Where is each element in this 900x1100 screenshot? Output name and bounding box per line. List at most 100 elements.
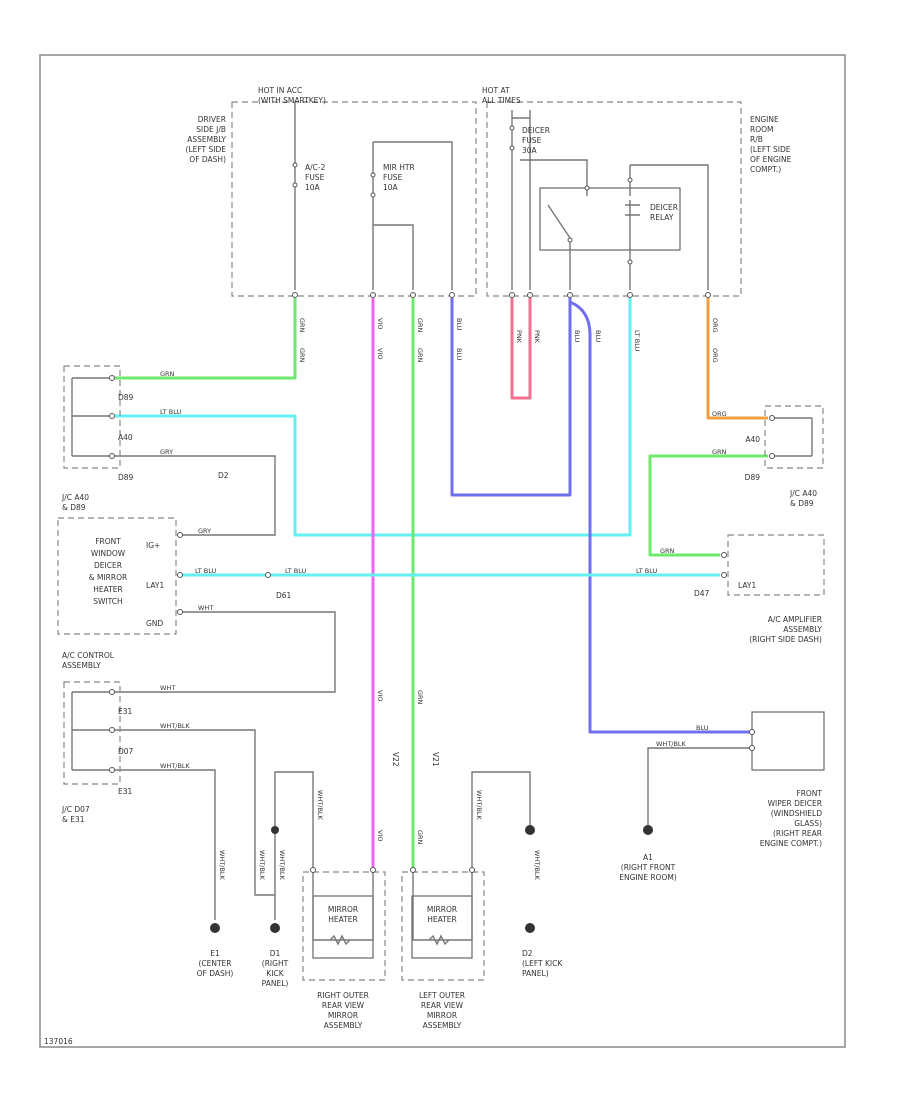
- fusebox-bottom-pins: [292, 292, 711, 298]
- jc-left-name: J/C A40 & D89: [61, 493, 89, 512]
- ground-d2-mid-icon: [525, 825, 535, 835]
- svg-text:PANEL): PANEL): [262, 979, 289, 988]
- svg-text:MIRROR: MIRROR: [427, 1011, 457, 1020]
- svg-text:E1: E1: [210, 949, 220, 958]
- wire-label-whtblk-2: WHT/BLK: [160, 762, 191, 770]
- svg-text:BLU: BLU: [573, 330, 581, 343]
- jc-left-bottom-pin-labels: E31 D07 E31: [118, 707, 134, 796]
- mirhtr-fuse-top: [370, 172, 376, 178]
- svg-text:VIO: VIO: [376, 348, 384, 359]
- svg-text:LEFT OUTER: LEFT OUTER: [419, 991, 465, 1000]
- svg-text:J/C D07: J/C D07: [61, 805, 90, 814]
- svg-text:(RIGHT FRONT: (RIGHT FRONT: [621, 863, 676, 872]
- svg-text:GRN: GRN: [298, 318, 306, 333]
- svg-text:VIO: VIO: [376, 318, 384, 329]
- left-mirror-heater-element: [412, 870, 473, 946]
- ac2-fuse-label: A/C-2 FUSE 10A: [305, 163, 326, 192]
- svg-text:SIDE J/B: SIDE J/B: [196, 125, 226, 134]
- wiper-deicer-label: FRONT WIPER DEICER (WINDSHIELD GLASS) (R…: [760, 789, 823, 848]
- svg-text:MIRROR: MIRROR: [328, 905, 358, 914]
- mirhtr-fuse-bottom: [370, 192, 376, 198]
- svg-text:& D89: & D89: [62, 503, 86, 512]
- svg-text:DEICER: DEICER: [94, 561, 122, 570]
- pnk-wire: [510, 298, 532, 400]
- deicer-fuse-wire: [511, 110, 588, 290]
- svg-text:& D89: & D89: [790, 499, 814, 508]
- svg-text:BLU: BLU: [594, 330, 602, 343]
- svg-text:HEATER: HEATER: [93, 585, 122, 594]
- wire-label-grn-2: GRN: [712, 448, 727, 456]
- ground-d1-mid-icon: [271, 826, 279, 834]
- blu-wire-loop: [450, 298, 572, 497]
- svg-text:E31: E31: [118, 787, 133, 796]
- relay-pin-2: [627, 177, 633, 183]
- ground-e1-label: E1 (CENTER OF DASH): [197, 949, 234, 978]
- wire-label-ltblu-4: LT BLU: [636, 567, 658, 575]
- svg-text:(LEFT SIDE: (LEFT SIDE: [750, 145, 791, 154]
- right-mirror-heater-label: MIRROR HEATER: [328, 905, 358, 924]
- ac-amplifier-label: A/C AMPLIFIER ASSEMBLY (RIGHT SIDE DASH): [749, 615, 822, 644]
- jc-left-bottom-busbar: [71, 691, 112, 771]
- jc-left-box: [63, 365, 121, 469]
- svg-text:RIGHT OUTER: RIGHT OUTER: [317, 991, 369, 1000]
- jc-left-bottom-box: [63, 681, 121, 785]
- svg-text:ENGINE ROOM): ENGINE ROOM): [619, 873, 677, 882]
- v21-label: V21: [431, 752, 440, 767]
- svg-text:WHT/BLK: WHT/BLK: [316, 790, 324, 821]
- svg-text:E31: E31: [118, 707, 133, 716]
- diagram-frame: [39, 54, 846, 1048]
- wire-label-blu: BLU: [696, 724, 709, 732]
- svg-text:10A: 10A: [305, 183, 321, 192]
- svg-text:DRIVER: DRIVER: [198, 115, 226, 124]
- grn-wire-top: [112, 298, 297, 380]
- ac-amplifier-box: [727, 534, 825, 596]
- svg-text:WHT/BLK: WHT/BLK: [475, 790, 483, 821]
- svg-text:PANEL): PANEL): [522, 969, 549, 978]
- svg-text:J/C A40: J/C A40: [61, 493, 89, 502]
- right-mirror-assembly-box: [302, 871, 386, 981]
- lay1-label: LAY1: [738, 581, 756, 590]
- mirhtr-fuse-wire: [372, 141, 453, 290]
- wire-label-whtblk-1: WHT/BLK: [160, 722, 191, 730]
- wht-blk-mirror-left: [471, 771, 531, 870]
- hot-ig-acc-label: HOT IN ACC: [258, 86, 302, 95]
- ground-d1-icon: [270, 923, 280, 933]
- v22-label: V22: [391, 752, 400, 767]
- svg-text:BLU: BLU: [455, 348, 463, 361]
- right-mirror-heater-element: [312, 870, 374, 946]
- svg-text:HEATER: HEATER: [427, 915, 456, 924]
- svg-text:FUSE: FUSE: [305, 173, 325, 182]
- svg-text:ASSEMBLY: ASSEMBLY: [423, 1021, 462, 1030]
- wht-wire-gnd: [112, 611, 336, 693]
- svg-text:ENGINE: ENGINE: [750, 115, 779, 124]
- svg-text:ASSEMBLY: ASSEMBLY: [324, 1021, 363, 1030]
- svg-text:D89: D89: [118, 473, 134, 482]
- svg-text:COMPT.): COMPT.): [750, 165, 781, 174]
- svg-text:ASSEMBLY: ASSEMBLY: [187, 135, 226, 144]
- svg-text:FUSE: FUSE: [522, 136, 542, 145]
- svg-text:WHT/BLK: WHT/BLK: [533, 850, 541, 881]
- svg-text:GRN: GRN: [298, 348, 306, 363]
- deicer-relay-internal: [547, 164, 709, 290]
- svg-text:D2: D2: [522, 949, 533, 958]
- deicer-fuse-bottom: [509, 145, 515, 151]
- jc-left-bottom-name: J/C D07 & E31: [61, 805, 90, 824]
- ground-d1-label: D1 (RIGHT KICK PANEL): [262, 949, 289, 988]
- hot-ig-acc-sublabel: (WITH SMARTKEY): [258, 96, 326, 105]
- jc-left-pin-labels: D89 A40 D89: [118, 393, 134, 482]
- grn-wire-right: [648, 454, 768, 557]
- svg-text:ASSEMBLY: ASSEMBLY: [62, 661, 101, 670]
- svg-text:FRONT: FRONT: [796, 789, 822, 798]
- svg-text:A/C CONTROL: A/C CONTROL: [62, 651, 115, 660]
- deicer-relay-box: [539, 187, 681, 251]
- jc-left-busbar: [71, 377, 112, 457]
- svg-text:OF ENGINE: OF ENGINE: [750, 155, 792, 164]
- svg-text:ENGINE COMPT.): ENGINE COMPT.): [760, 839, 822, 848]
- svg-text:(RIGHT REAR: (RIGHT REAR: [773, 829, 822, 838]
- front-deicer-switch-label: FRONT WINDOW DEICER & MIRROR HEATER SWIT…: [89, 537, 127, 606]
- svg-text:VIO: VIO: [376, 690, 384, 701]
- svg-text:HEATER: HEATER: [328, 915, 357, 924]
- ground-a1-label: A1 (RIGHT FRONT ENGINE ROOM): [619, 853, 677, 882]
- svg-text:(RIGHT SIDE DASH): (RIGHT SIDE DASH): [749, 635, 822, 644]
- wire-label-wht-2: WHT: [160, 684, 175, 692]
